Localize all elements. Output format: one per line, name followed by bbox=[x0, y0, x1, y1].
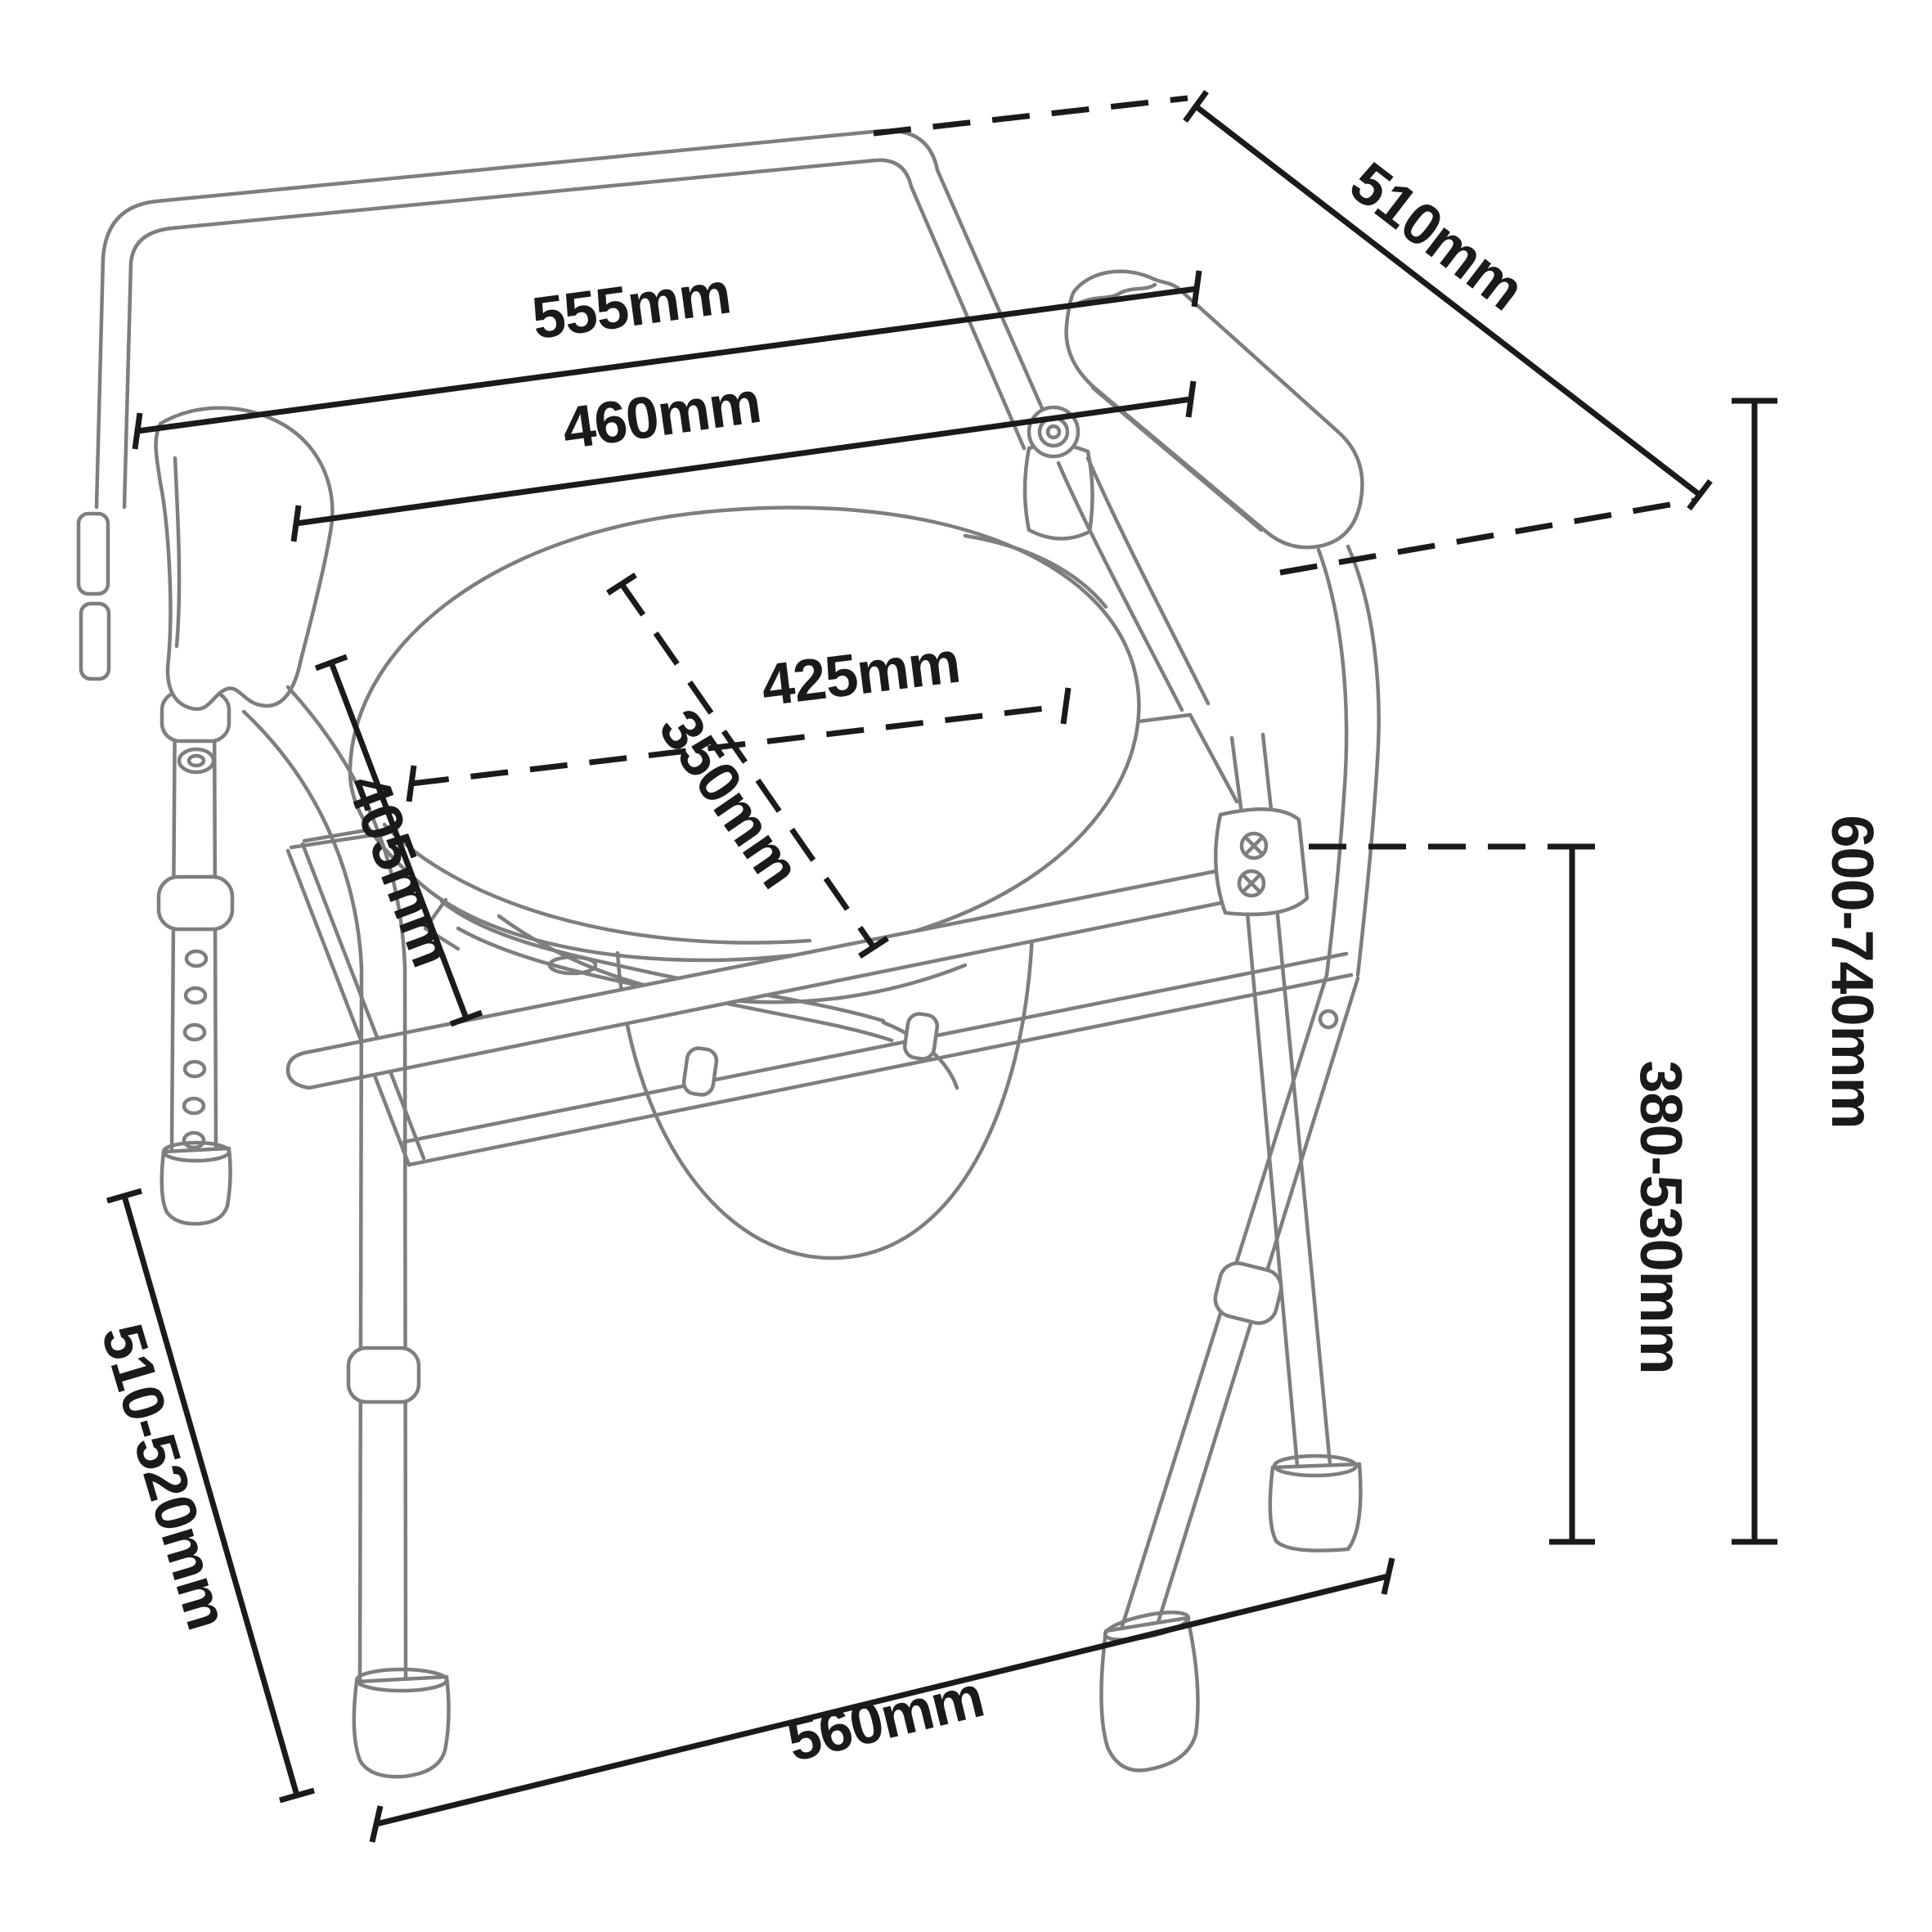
dimension-annotations: 510mm 555mm 460mm 425mm 350m bbox=[88, 89, 1885, 1843]
front-right-foot bbox=[1099, 1615, 1200, 1772]
dim-base-width: 560mm bbox=[369, 1557, 1395, 1843]
front-left-foot bbox=[352, 1674, 451, 1779]
rear-left-leg bbox=[156, 690, 235, 1226]
bucket-bowl bbox=[615, 930, 1035, 1260]
dim-overall-height: 600-740mm bbox=[1732, 398, 1885, 1545]
dim-label-460mm: 460mm bbox=[559, 370, 765, 462]
dim-seat-height: 380-530mm bbox=[1309, 843, 1693, 1545]
rear-right-foot bbox=[1268, 1462, 1363, 1552]
right-arm-pivot bbox=[1022, 405, 1211, 712]
dim-label-560mm: 560mm bbox=[781, 1664, 990, 1774]
left-arm-bracket bbox=[76, 511, 111, 681]
front-right-leg bbox=[1099, 973, 1360, 1772]
dim-label-600-740mm: 600-740mm bbox=[1819, 815, 1885, 1128]
crossbar bbox=[285, 865, 1239, 1090]
rear-right-leg bbox=[1241, 861, 1363, 1552]
bucket-and-mechanism bbox=[423, 897, 1035, 1260]
seat bbox=[348, 505, 1141, 963]
crossbar-clamp bbox=[1213, 807, 1310, 917]
dim-label-510-520mm: 510-520mm bbox=[88, 1317, 240, 1636]
dim-label-555mm: 555mm bbox=[528, 260, 735, 352]
left-armrest bbox=[154, 406, 335, 712]
front-left-leg bbox=[241, 685, 451, 1779]
chair-line-art bbox=[76, 128, 1381, 1779]
dim-side-base-depth: 510-520mm bbox=[88, 1188, 315, 1804]
right-arm-front-tube bbox=[1316, 544, 1381, 977]
rear-left-foot bbox=[160, 1146, 232, 1226]
backrest-frame bbox=[94, 128, 1059, 510]
dim-label-380-530mm: 380-530mm bbox=[1628, 1060, 1693, 1373]
